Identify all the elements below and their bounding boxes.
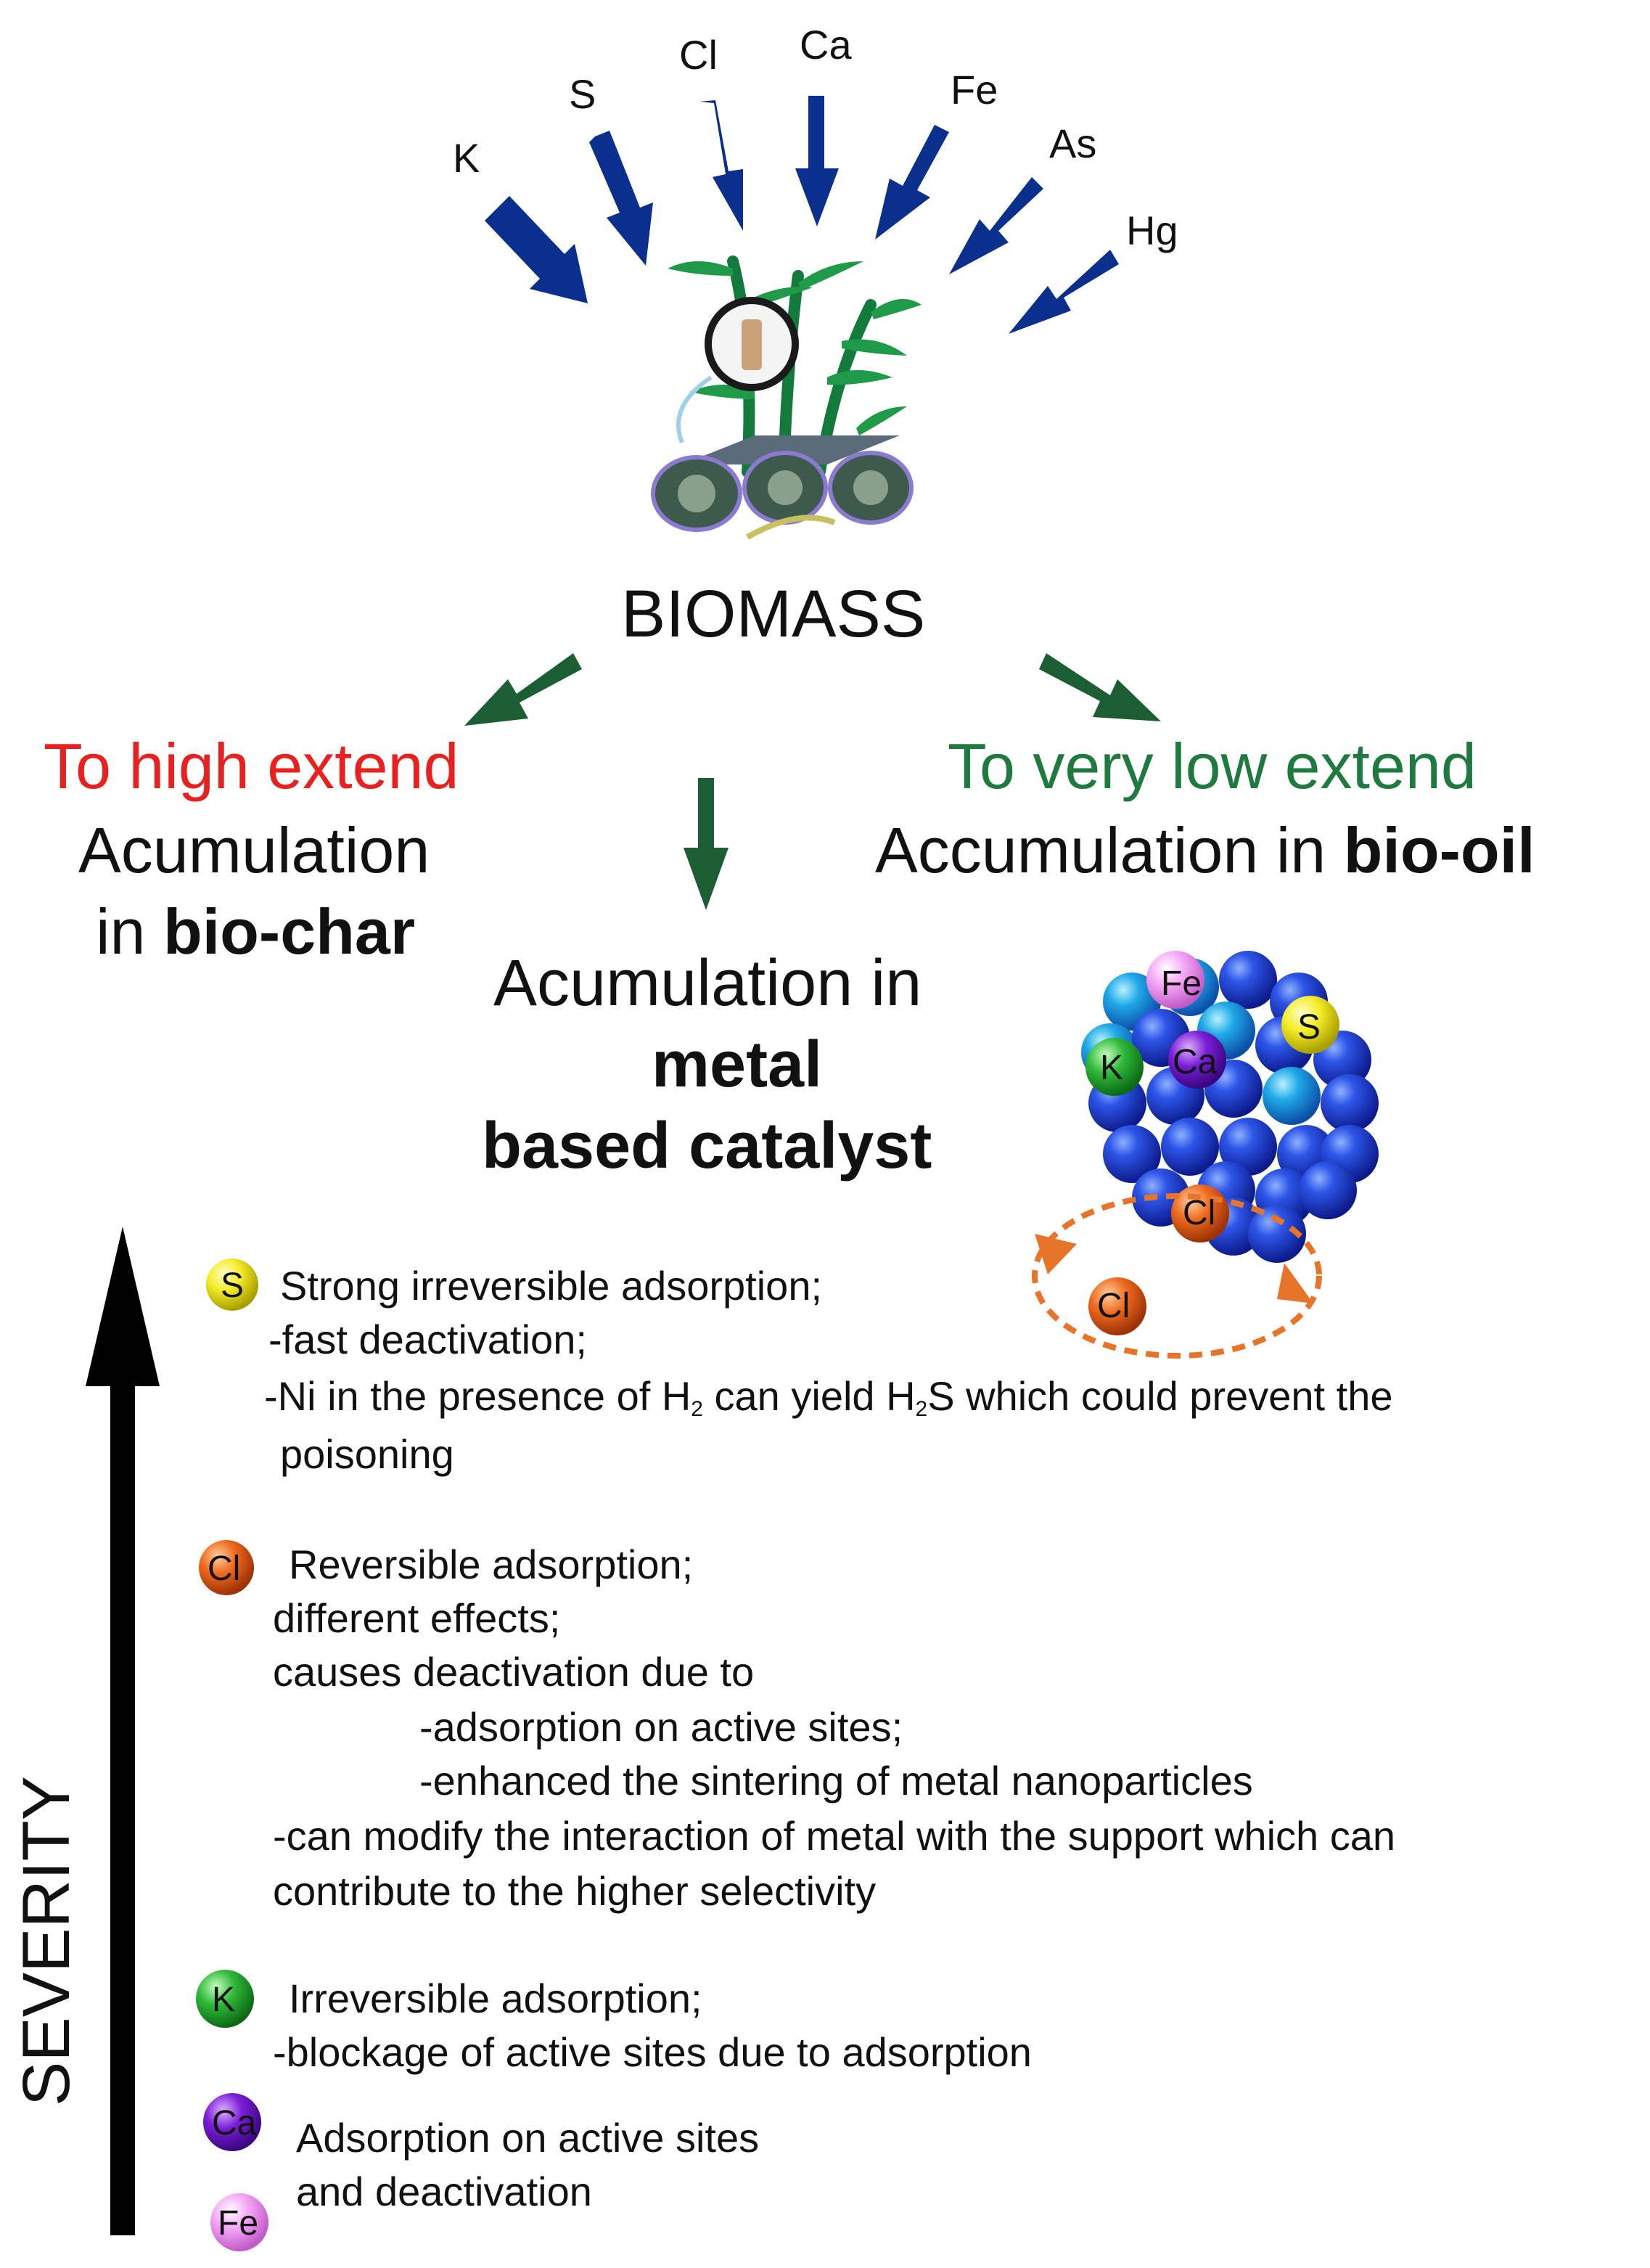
s-badge-label: S: [221, 1266, 245, 1305]
catalyst-sphere: [1321, 1074, 1379, 1132]
ca-badge-icon: [203, 2093, 261, 2151]
cluster-label-cl: Cl: [1183, 1194, 1216, 1232]
arrow-s-icon: [589, 131, 653, 266]
catalyst-sphere: [1161, 1118, 1219, 1176]
s-badge-icon: [206, 1258, 258, 1311]
cluster-label-ca: Ca: [1173, 1043, 1218, 1081]
right-accumulation-line: Accumulation in bio-oil: [875, 819, 1535, 883]
cluster-label-s: S: [1297, 1008, 1321, 1047]
s-line3-part-a: -Ni in the presence of H: [264, 1373, 691, 1419]
s-line3-sub1: 2: [691, 1397, 703, 1421]
element-label-as: As: [1049, 120, 1097, 166]
cluster-label-fe: Fe: [1161, 965, 1202, 1003]
catalyst-sphere: [1103, 1125, 1161, 1183]
k-badge-icon: [196, 1970, 254, 2028]
right-line-prefix: Accumulation in: [875, 814, 1344, 886]
catalyst-sphere: [1168, 1031, 1226, 1089]
catalyst-sphere: [1281, 996, 1339, 1054]
element-label-hg: Hg: [1126, 208, 1178, 253]
fe-badge-icon: [210, 2193, 268, 2251]
catalyst-sphere: [1146, 951, 1204, 1009]
catalyst-cluster: [1081, 951, 1379, 1263]
loop-label-cl: Cl: [1097, 1287, 1130, 1325]
s-line3-part-c: S which could prevent the: [927, 1373, 1393, 1419]
left-accumulation-line2: in bio-char: [96, 900, 415, 964]
right-extent-label: To very low extend: [948, 730, 1477, 802]
biochar-label: bio-char: [163, 896, 416, 967]
biomass-label: BIOMASS: [621, 577, 926, 651]
fe-badge-label: Fe: [218, 2204, 259, 2243]
k-desc-line1: Irreversible adsorption;: [289, 1976, 702, 2021]
cl-desc-line1: Reversible adsorption;: [289, 1542, 694, 1587]
s-line3-part-b: can yield H: [702, 1373, 916, 1419]
arrow-hg-icon: [1009, 250, 1119, 334]
center-line2: metal: [652, 1028, 823, 1101]
catalyst-sphere: [1263, 1067, 1321, 1125]
arrow-ca-icon: [795, 96, 839, 226]
cl-desc-line2: different effects;: [273, 1595, 561, 1641]
s-desc-line4: poisoning: [280, 1431, 454, 1477]
cl-desc-line4: -adsorption on active sites;: [419, 1704, 903, 1750]
k-desc-line2: -blockage of active sites due to adsorpt…: [273, 2029, 1032, 2075]
left-extent-label: To high extend: [44, 730, 459, 802]
left-accumulation-line1: Acumulation: [78, 814, 430, 886]
center-line1: Acumulation in: [493, 947, 922, 1020]
severity-arrow-icon: [86, 1227, 160, 2235]
arrow-to-biooil-icon: [1039, 653, 1161, 721]
cafe-desc-line2: and deactivation: [296, 2169, 592, 2214]
s-desc-line2: -fast deactivation;: [268, 1317, 587, 1362]
catalyst-sphere: [1248, 1205, 1306, 1263]
cafe-desc-line1: Adsorption on active sites: [296, 2115, 760, 2161]
catalyst-sphere: [1085, 1038, 1144, 1096]
cl-desc-line3: causes deactivation due to: [273, 1649, 755, 1695]
left-line2-prefix: in: [96, 896, 163, 967]
arrow-to-catalyst-icon: [684, 778, 728, 910]
s-desc-line1: Strong irreversible adsorption;: [280, 1263, 823, 1309]
arrow-to-biochar-icon: [464, 653, 582, 726]
arrow-k-icon: [485, 196, 588, 303]
s-line3-sub2: 2: [915, 1397, 928, 1421]
cluster-label-k: K: [1100, 1049, 1124, 1087]
severity-label: SEVERITY: [9, 1775, 83, 2106]
cl-desc-line6: -can modify the interaction of metal wit…: [273, 1813, 1395, 1859]
center-line3: based catalyst: [482, 1110, 932, 1182]
element-label-ca: Ca: [800, 22, 852, 67]
biooil-label: bio-oil: [1343, 814, 1535, 886]
catalyst-sphere: [1219, 951, 1277, 1009]
s-desc-line3: -Ni in the presence of H2 can yield H2S …: [264, 1376, 1393, 1420]
cl-exchange-loop: [1032, 1193, 1322, 1359]
element-label-fe: Fe: [951, 67, 998, 112]
ca-badge-label: Ca: [212, 2104, 257, 2142]
element-label-cl: Cl: [679, 32, 718, 78]
catalyst-sphere: [1299, 1161, 1357, 1219]
element-arrows: [485, 96, 1119, 334]
cl-badge-label: Cl: [208, 1549, 241, 1588]
arrow-as-icon: [949, 177, 1043, 274]
biomass-illustration-icon: [651, 255, 922, 540]
arrow-cl-icon: [699, 100, 743, 231]
cl-badge-icon: [199, 1540, 254, 1595]
element-label-k: K: [453, 135, 480, 181]
k-badge-label: K: [212, 1981, 236, 2019]
loop-arrow-right-icon: [1277, 1263, 1313, 1303]
arrow-fe-icon: [875, 125, 949, 240]
cl-desc-line7: contribute to the higher selectivity: [273, 1868, 877, 1914]
loop-arrow-left-icon: [1035, 1234, 1077, 1274]
cl-desc-line5: -enhanced the sintering of metal nanopar…: [419, 1758, 1253, 1804]
catalyst-sphere: [1219, 1118, 1277, 1176]
element-label-s: S: [569, 71, 596, 117]
